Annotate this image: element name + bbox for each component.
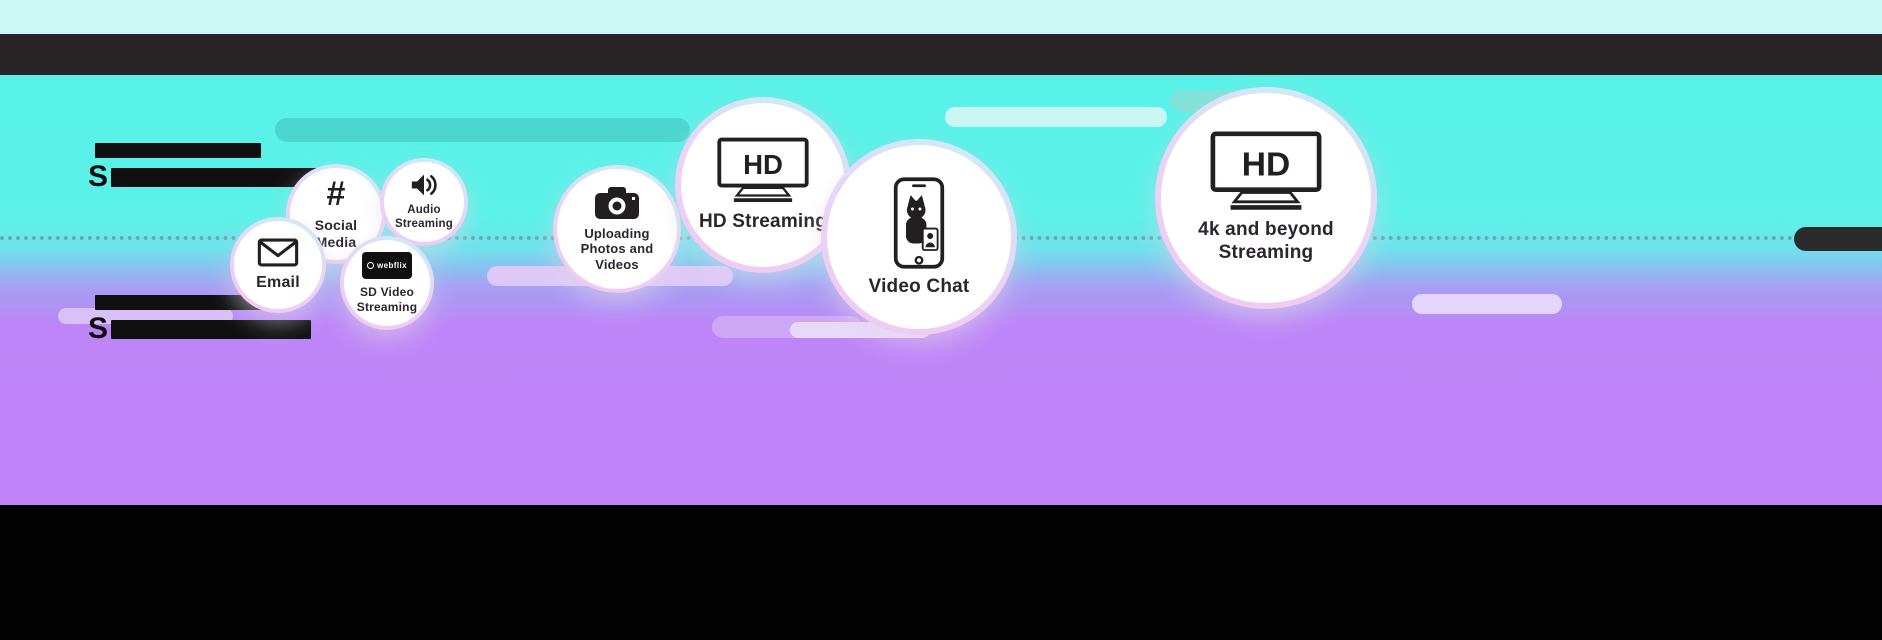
hd-tv-icon: HD: [1210, 131, 1322, 213]
bubble-label: Uploading Photos and Videos: [580, 225, 654, 272]
redacted-text-bar: [111, 167, 320, 187]
bubble-sd-video-streaming: webflix SD Video Streaming: [340, 236, 434, 330]
heading-initial: S: [88, 160, 109, 193]
bubble-label: 4k and beyond Streaming: [1198, 219, 1334, 263]
left-heading-top: S: [88, 143, 320, 193]
webflix-text: webflix: [377, 261, 407, 271]
header-bar: [0, 34, 1882, 75]
bubble-uploading-photos-videos: Uploading Photos and Videos: [553, 165, 681, 293]
hashtag-icon: #: [326, 175, 346, 214]
speaker-icon: [409, 172, 439, 198]
bubble-4k-streaming: HD 4k and beyond Streaming: [1155, 87, 1377, 309]
left-heading-bottom: S: [88, 295, 312, 345]
webflix-dot: [367, 262, 375, 270]
footer-bar: [0, 505, 1882, 640]
bubble-label: Audio Streaming: [394, 204, 454, 230]
decor-pill-lavender-right: [1412, 294, 1562, 314]
webflix-logo-icon: webflix: [362, 252, 412, 280]
bubble-email: Email: [230, 217, 326, 313]
bubble-hd-streaming: HD HD Streaming: [675, 97, 851, 273]
decor-pill-teal: [275, 118, 690, 142]
top-strip: [0, 0, 1882, 34]
camera-icon: [594, 186, 640, 220]
redacted-text-bar: [95, 295, 277, 310]
bubble-label: Email: [256, 273, 300, 291]
decor-pill-cyan-right: [945, 107, 1167, 127]
heading-initial: S: [88, 312, 109, 345]
bubble-audio-streaming: Audio Streaming: [380, 158, 468, 246]
hd-tv-icon: HD: [717, 137, 809, 205]
decor-pill-dark-right: [1794, 227, 1882, 251]
envelope-icon: [257, 238, 299, 267]
svg-text:HD: HD: [1242, 147, 1290, 184]
bubble-label: SD Video Streaming: [356, 285, 418, 314]
bubble-label: Social Media: [314, 217, 358, 250]
bubble-video-chat: Video Chat: [821, 139, 1017, 335]
redacted-text-bar: [95, 143, 261, 158]
svg-text:HD: HD: [743, 149, 783, 180]
bubble-label: Video Chat: [868, 275, 970, 297]
redacted-text-bar: [111, 319, 312, 339]
video-chat-phone-icon: [892, 176, 946, 270]
bubble-label: HD Streaming: [698, 210, 828, 232]
